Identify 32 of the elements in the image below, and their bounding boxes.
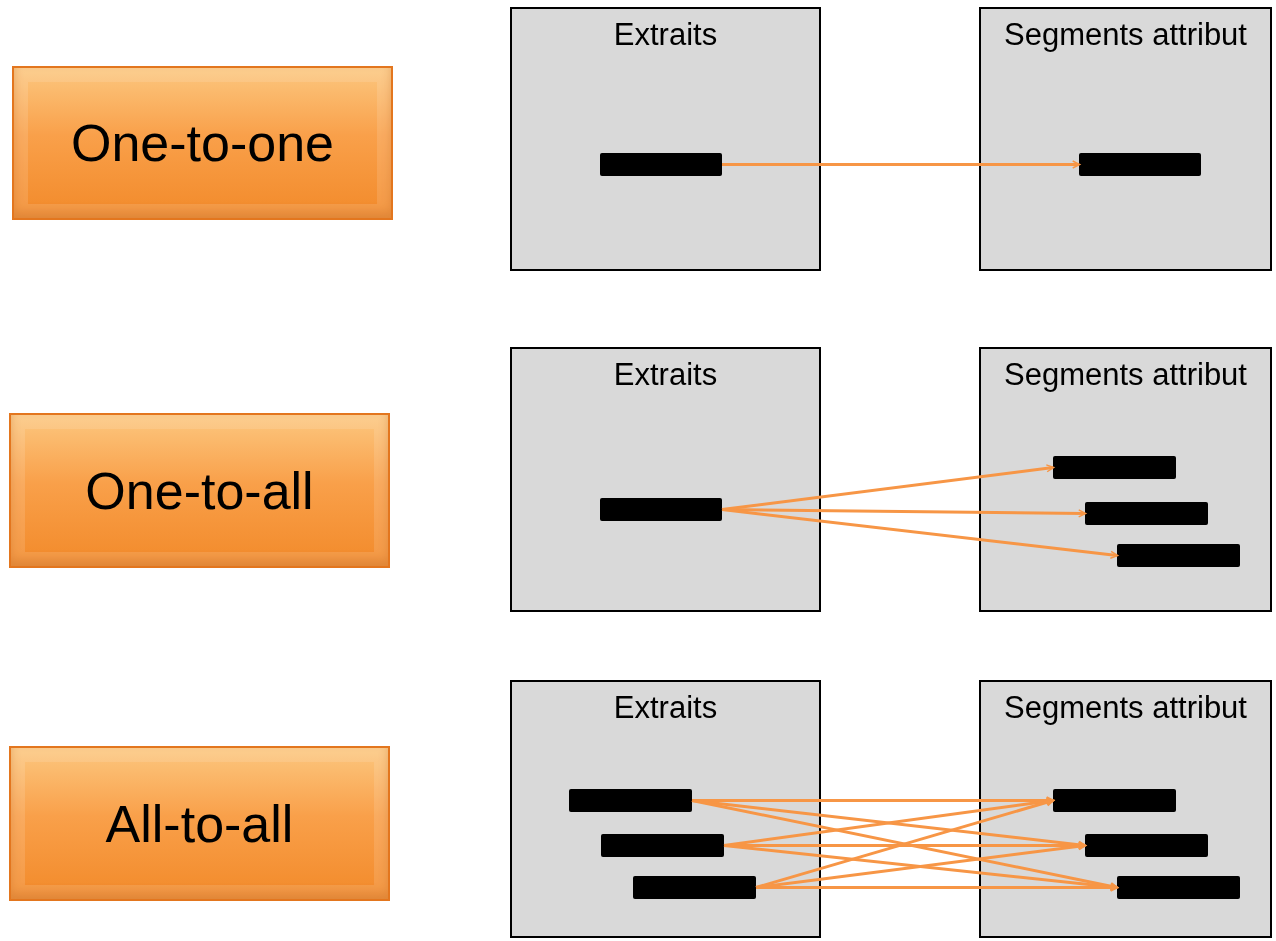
segment-bar [600,153,722,176]
panel-title: Extraits [612,17,719,53]
panel-title: Segments attribut [1003,357,1248,393]
panel-title: Extraits [612,357,719,393]
segment-bar [1079,153,1201,176]
panel-title: Segments attribut [1003,690,1248,726]
panel [510,347,821,612]
panel [979,680,1272,938]
segment-bar [569,789,692,812]
segment-bar [600,498,722,521]
segment-bar [1085,502,1208,525]
panel [510,7,821,271]
arrow [755,798,1055,889]
panel [979,347,1272,612]
segment-bar [1053,789,1176,812]
panel [510,680,821,938]
panel-title: Extraits [612,690,719,726]
arrow [721,508,1119,559]
segment-bar [1117,876,1240,899]
segment-bar [1053,456,1176,479]
arrow [756,883,1119,892]
arrow [722,160,1081,169]
arrow [723,844,1119,891]
panel-title: Segments attribut [1003,17,1248,53]
mode-button: One-to-one [12,66,393,220]
segment-bar [601,834,724,857]
panel [979,7,1272,271]
mode-button: One-to-all [9,413,390,568]
segment-bar [633,876,756,899]
mode-button: All-to-all [9,746,390,901]
segment-bar [1117,544,1240,567]
segment-bar [1085,834,1208,857]
